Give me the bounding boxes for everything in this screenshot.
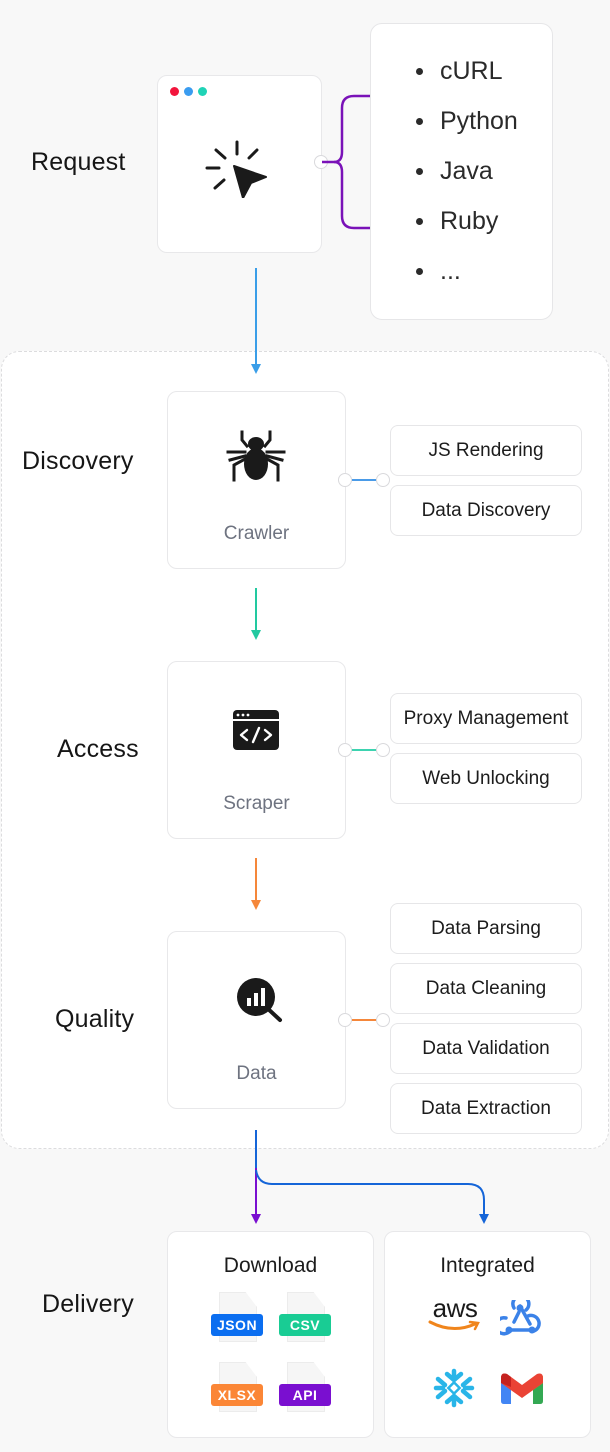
- stage-label-delivery: Delivery: [42, 1290, 134, 1318]
- feature-js-rendering[interactable]: JS Rendering: [390, 425, 582, 476]
- snowflake-icon[interactable]: [433, 1368, 475, 1408]
- analytics-search-icon: [237, 978, 282, 1022]
- xlsx-file-icon[interactable]: XLSX: [211, 1362, 263, 1412]
- brace-connector: [322, 94, 370, 230]
- crawler-card[interactable]: Crawler: [167, 391, 346, 569]
- language-list: [370, 23, 553, 320]
- feature-proxy-management[interactable]: Proxy Management: [390, 693, 582, 744]
- stage-label-quality: Quality: [55, 1005, 135, 1033]
- crawler-connector-line: [352, 479, 376, 481]
- integrated-card[interactable]: Integrated: [384, 1231, 591, 1438]
- stage-label-discovery: Discovery: [22, 447, 134, 475]
- webhook-icon[interactable]: [500, 1300, 542, 1338]
- stage-label-access: Access: [57, 735, 139, 763]
- quality-features-dot: [376, 1013, 390, 1027]
- gmail-icon[interactable]: [501, 1372, 543, 1404]
- scraper-card[interactable]: Scraper: [167, 661, 346, 839]
- access-features-dot: [376, 743, 390, 757]
- window-dot-teal: [198, 87, 207, 96]
- language-item: Java: [416, 157, 493, 186]
- crawler-label: Crawler: [223, 523, 290, 544]
- window-dot-blue: [184, 87, 193, 96]
- integrated-title: Integrated: [440, 1254, 535, 1277]
- aws-icon[interactable]: aws: [427, 1295, 483, 1338]
- arrows-data-to-delivery: [251, 1130, 489, 1224]
- api-file-icon[interactable]: API: [279, 1362, 331, 1412]
- download-title: Download: [223, 1254, 318, 1277]
- language-item: ...: [416, 257, 461, 286]
- data-connector-dot: [338, 1013, 352, 1027]
- language-item: Ruby: [416, 207, 498, 236]
- stage-label-request: Request: [31, 148, 126, 176]
- arrow-scraper-to-data: [251, 858, 261, 910]
- arrow-request-to-crawler: [251, 268, 261, 374]
- feature-data-extraction[interactable]: Data Extraction: [390, 1083, 582, 1134]
- crawler-connector-dot: [338, 473, 352, 487]
- json-file-icon[interactable]: JSON: [211, 1292, 263, 1342]
- language-item: cURL: [416, 57, 503, 86]
- scraper-connector-dot: [338, 743, 352, 757]
- feature-data-cleaning[interactable]: Data Cleaning: [390, 963, 582, 1014]
- feature-data-parsing[interactable]: Data Parsing: [390, 903, 582, 954]
- discovery-features-dot: [376, 473, 390, 487]
- spider-icon: [226, 430, 286, 482]
- download-card[interactable]: Download: [167, 1231, 374, 1438]
- language-item: Python: [416, 107, 518, 136]
- feature-data-validation[interactable]: Data Validation: [390, 1023, 582, 1074]
- scraper-label: Scraper: [223, 793, 290, 814]
- feature-data-discovery[interactable]: Data Discovery: [390, 485, 582, 536]
- feature-web-unlocking[interactable]: Web Unlocking: [390, 753, 582, 804]
- cursor-click-icon: [205, 140, 267, 198]
- data-label: Data: [236, 1063, 277, 1084]
- arrow-crawler-to-scraper: [251, 588, 261, 640]
- csv-file-icon[interactable]: CSV: [279, 1292, 331, 1342]
- window-dot-red: [170, 87, 179, 96]
- code-window-icon: [233, 710, 279, 750]
- data-connector-line: [352, 1019, 376, 1021]
- scraper-connector-line: [352, 749, 376, 751]
- request-card[interactable]: [157, 75, 322, 253]
